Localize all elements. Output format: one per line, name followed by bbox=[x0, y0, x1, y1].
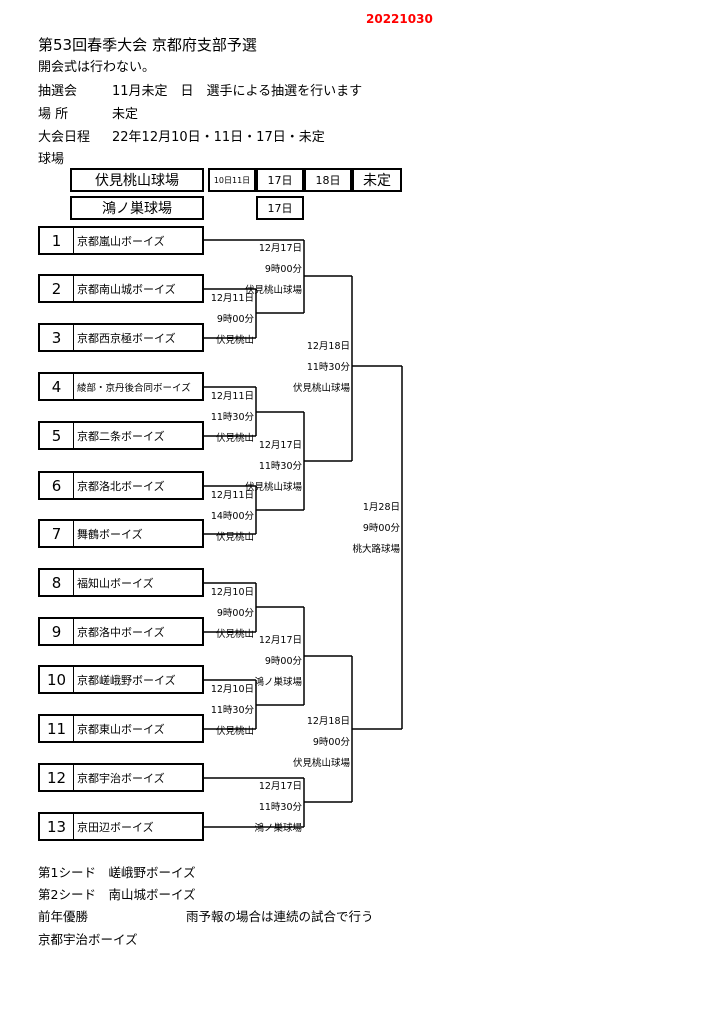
team-name: 京都洛中ボーイズ bbox=[77, 625, 165, 639]
venue1-date-2: 17日 bbox=[256, 168, 304, 192]
venue1-date-3: 18日 bbox=[304, 168, 352, 192]
seed-number: 7 bbox=[40, 521, 74, 546]
seed-number: 2 bbox=[40, 276, 74, 301]
team-name: 舞鶴ボーイズ bbox=[77, 527, 143, 541]
team-name: 京都洛北ボーイズ bbox=[77, 479, 165, 493]
seed-number: 3 bbox=[40, 325, 74, 350]
previous-winner-label: 前年優勝 bbox=[38, 909, 89, 924]
document-id: 20221030 bbox=[366, 12, 433, 26]
place-label: 場 所 bbox=[38, 107, 69, 122]
venue2-date-1: 17日 bbox=[256, 196, 304, 220]
place-value: 未定 bbox=[112, 107, 139, 122]
second-seed: 第2シード 南山城ボーイズ bbox=[38, 887, 196, 902]
team-name: 京都東山ボーイズ bbox=[77, 722, 165, 736]
team-name: 京都南山城ボーイズ bbox=[77, 282, 176, 296]
field-label: 球場 bbox=[38, 152, 65, 167]
team-name: 京都宇治ボーイズ bbox=[77, 771, 165, 785]
seed-number: 13 bbox=[40, 814, 74, 839]
team-name: 綾部・京丹後合同ボーイズ bbox=[77, 382, 191, 394]
seed-number: 10 bbox=[40, 667, 74, 692]
venue-kounosu: 鴻ノ巣球場 bbox=[70, 196, 204, 220]
seed-number: 6 bbox=[40, 473, 74, 498]
schedule-value: 22年12月10日・11日・17日・未定 bbox=[112, 130, 325, 145]
seed-number: 5 bbox=[40, 423, 74, 448]
seed-number: 4 bbox=[40, 374, 74, 399]
team-name: 福知山ボーイズ bbox=[77, 576, 154, 590]
venue1-date-4: 未定 bbox=[352, 168, 402, 192]
lottery-value: 11月未定 日 選手による抽選を行います bbox=[112, 84, 363, 99]
opening-note: 開会式は行わない。 bbox=[38, 60, 156, 75]
seed-number: 1 bbox=[40, 228, 74, 253]
page-title: 第53回春季大会 京都府支部予選 bbox=[38, 36, 257, 54]
team-name: 京都二条ボーイズ bbox=[77, 429, 165, 443]
seed-number: 11 bbox=[40, 716, 74, 741]
venue-fushimi-momoyama: 伏見桃山球場 bbox=[70, 168, 204, 192]
schedule-label: 大会日程 bbox=[38, 130, 91, 145]
team-name: 京都西京極ボーイズ bbox=[77, 331, 176, 345]
team-name: 京都嵐山ボーイズ bbox=[77, 234, 165, 248]
team-name: 京都嵯峨野ボーイズ bbox=[77, 673, 176, 687]
seed-number: 9 bbox=[40, 619, 74, 644]
previous-winner: 京都宇治ボーイズ bbox=[38, 932, 138, 947]
first-seed: 第1シード 嵯峨野ボーイズ bbox=[38, 865, 196, 880]
seed-number: 8 bbox=[40, 570, 74, 595]
rain-note: 雨予報の場合は連続の試合で行う bbox=[186, 909, 374, 924]
seed-number: 12 bbox=[40, 765, 74, 790]
team-name: 京田辺ボーイズ bbox=[77, 820, 154, 834]
lottery-label: 抽選会 bbox=[38, 84, 78, 99]
venue1-date-1: 10日11日 bbox=[208, 168, 256, 192]
